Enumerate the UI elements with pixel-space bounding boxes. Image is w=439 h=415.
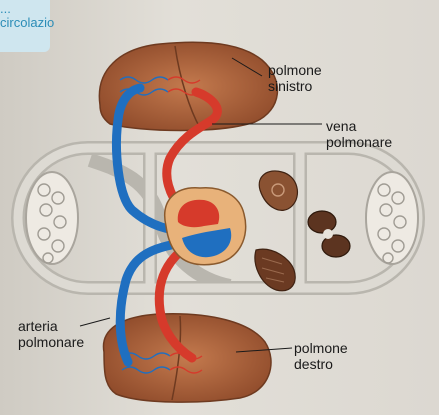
capillary-bed-right <box>366 172 418 264</box>
label-pulmonary-artery: arteria polmonare <box>18 318 84 350</box>
kidneys-organ <box>308 211 350 257</box>
corner-heading-line2: circolazio <box>0 16 50 30</box>
label-pulmonary-vein-line1: vena <box>326 118 392 134</box>
label-right-lung: polmone destro <box>294 340 348 372</box>
left-lung <box>99 42 277 130</box>
label-pulmonary-vein-line2: polmonare <box>326 134 392 150</box>
label-pulmonary-artery-line2: polmonare <box>18 334 84 350</box>
digestive-organ <box>259 171 297 210</box>
heart <box>165 188 246 265</box>
label-pulmonary-vein: vena polmonare <box>326 118 392 150</box>
label-right-lung-line1: polmone <box>294 340 348 356</box>
label-left-lung: polmone sinistro <box>268 62 322 94</box>
corner-heading-line1: ... <box>0 2 50 16</box>
label-pulmonary-artery-line1: arteria <box>18 318 84 334</box>
label-left-lung-line2: sinistro <box>268 78 322 94</box>
label-right-lung-line2: destro <box>294 356 348 372</box>
capillary-bed-left <box>26 172 78 264</box>
label-left-lung-line1: polmone <box>268 62 322 78</box>
corner-heading: ... circolazio <box>0 0 50 52</box>
